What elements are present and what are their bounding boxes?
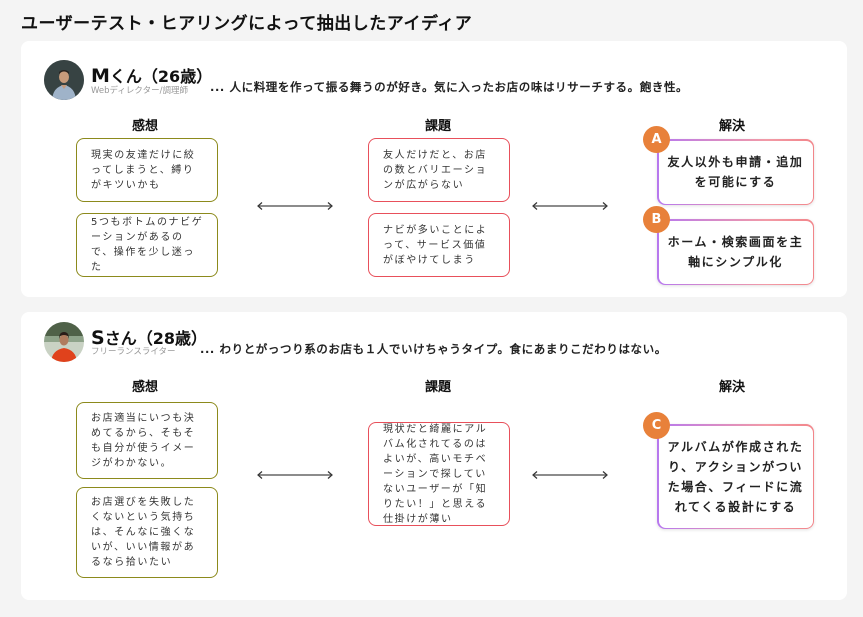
persona-role: フリーランスライター <box>91 347 176 357</box>
persona-description: ... わりとがっつり系のお店も１人でいけちゃうタイプ。食にあまりこだわりはない… <box>200 342 667 356</box>
column-header-impressions: 感想 <box>131 380 158 395</box>
solution-box: ホーム・検索画面を主軸にシンプル化 <box>657 219 814 285</box>
persona-name-rest: さん（28歳） <box>104 329 207 348</box>
persona-name-rest: くん（26歳） <box>109 67 213 86</box>
double-arrow-icon <box>257 471 333 479</box>
persona-name: Sさん（28歳） <box>91 325 207 349</box>
double-arrow-icon <box>532 202 608 210</box>
woman-portrait-icon <box>44 322 84 362</box>
solution-badge: B <box>643 206 670 233</box>
persona-description: ... 人に料理を作って振る舞うのが好き。気に入ったお店の味はリサーチする。飽き… <box>210 80 689 94</box>
solution-text: アルバムが作成されたり、アクションがついた場合、フィードに流れてくる設計にする <box>658 425 813 528</box>
persona-card: Sさん（28歳） フリーランスライター ... わりとがっつり系のお店も１人でい… <box>21 312 847 600</box>
solution-badge: A <box>643 126 670 153</box>
persona-role: Webディレクター/調理師 <box>91 86 188 96</box>
impression-box: 現実の友達だけに絞ってしまうと、縛りがキツいかも <box>76 138 218 202</box>
column-header-solutions: 解決 <box>718 380 745 395</box>
double-arrow-icon <box>257 202 333 210</box>
solution-box: アルバムが作成されたり、アクションがついた場合、フィードに流れてくる設計にする <box>657 424 814 529</box>
impression-box: 5つもボトムのナビゲーションがあるので、操作を少し迷った <box>76 213 218 277</box>
man-portrait-icon <box>44 60 84 100</box>
avatar <box>44 60 84 100</box>
column-header-impressions: 感想 <box>131 119 158 134</box>
column-header-solutions: 解決 <box>718 119 745 134</box>
persona-initial: M <box>91 65 110 87</box>
issue-box: ナビが多いことによって、サービス価値がぼやけてしまう <box>368 213 510 277</box>
impression-box: お店選びを失敗したくないという気持ちは、そんなに強くないが、いい情報があるなら拾… <box>76 487 218 578</box>
persona-card: Mくん（26歳） Webディレクター/調理師 ... 人に料理を作って振る舞うの… <box>21 41 847 297</box>
impression-box: お店適当にいつも決めてるから、そもそも自分が使うイメージがわかない。 <box>76 402 218 479</box>
persona-name: Mくん（26歳） <box>91 63 212 87</box>
column-header-issues: 課題 <box>424 119 451 134</box>
issue-box: 友人だけだと、お店の数とバリエーションが広がらない <box>368 138 510 202</box>
solution-text: ホーム・検索画面を主軸にシンプル化 <box>658 220 813 284</box>
persona-initial: S <box>91 327 105 349</box>
double-arrow-icon <box>532 471 608 479</box>
issue-box: 現状だと綺麗にアルバム化されてるのはよいが、高いモチベーションで探していないユー… <box>368 422 510 526</box>
solution-text: 友人以外も申請・追加を可能にする <box>658 140 813 204</box>
avatar <box>44 322 84 362</box>
page-title: ユーザーテスト・ヒアリングによって抽出したアイディア <box>21 14 473 34</box>
column-header-issues: 課題 <box>424 380 451 395</box>
solution-badge: C <box>643 412 670 439</box>
solution-box: 友人以外も申請・追加を可能にする <box>657 139 814 205</box>
